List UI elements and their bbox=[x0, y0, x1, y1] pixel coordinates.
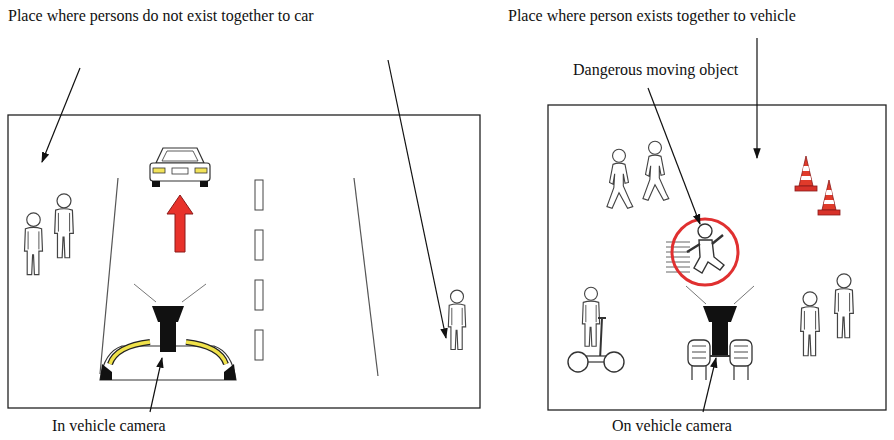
traffic-cone bbox=[795, 156, 817, 191]
pedestrian bbox=[835, 274, 854, 338]
region-label: Place where person exists together to ve… bbox=[508, 6, 796, 25]
pedestrian bbox=[801, 292, 820, 356]
camera bbox=[686, 286, 754, 380]
region-label: Place where persons do not exist togethe… bbox=[8, 6, 314, 25]
traffic-cone bbox=[818, 180, 840, 215]
pedestrian bbox=[643, 141, 669, 200]
camera bbox=[134, 284, 206, 352]
pedestrian bbox=[55, 194, 74, 258]
leader-line bbox=[42, 38, 757, 412]
pedestrian bbox=[448, 290, 465, 349]
camera-label: On vehicle camera bbox=[612, 416, 732, 435]
road bbox=[100, 178, 378, 376]
camera-label: In vehicle camera bbox=[52, 416, 166, 435]
car-ahead bbox=[150, 148, 210, 187]
motion-arrow bbox=[167, 195, 193, 252]
pedestrian bbox=[25, 213, 43, 275]
pedestrian bbox=[607, 149, 633, 208]
right-panel bbox=[548, 105, 886, 410]
segway-rider bbox=[568, 287, 624, 372]
callout-label: Dangerous moving object bbox=[573, 60, 738, 79]
dangerous-object bbox=[666, 219, 738, 285]
